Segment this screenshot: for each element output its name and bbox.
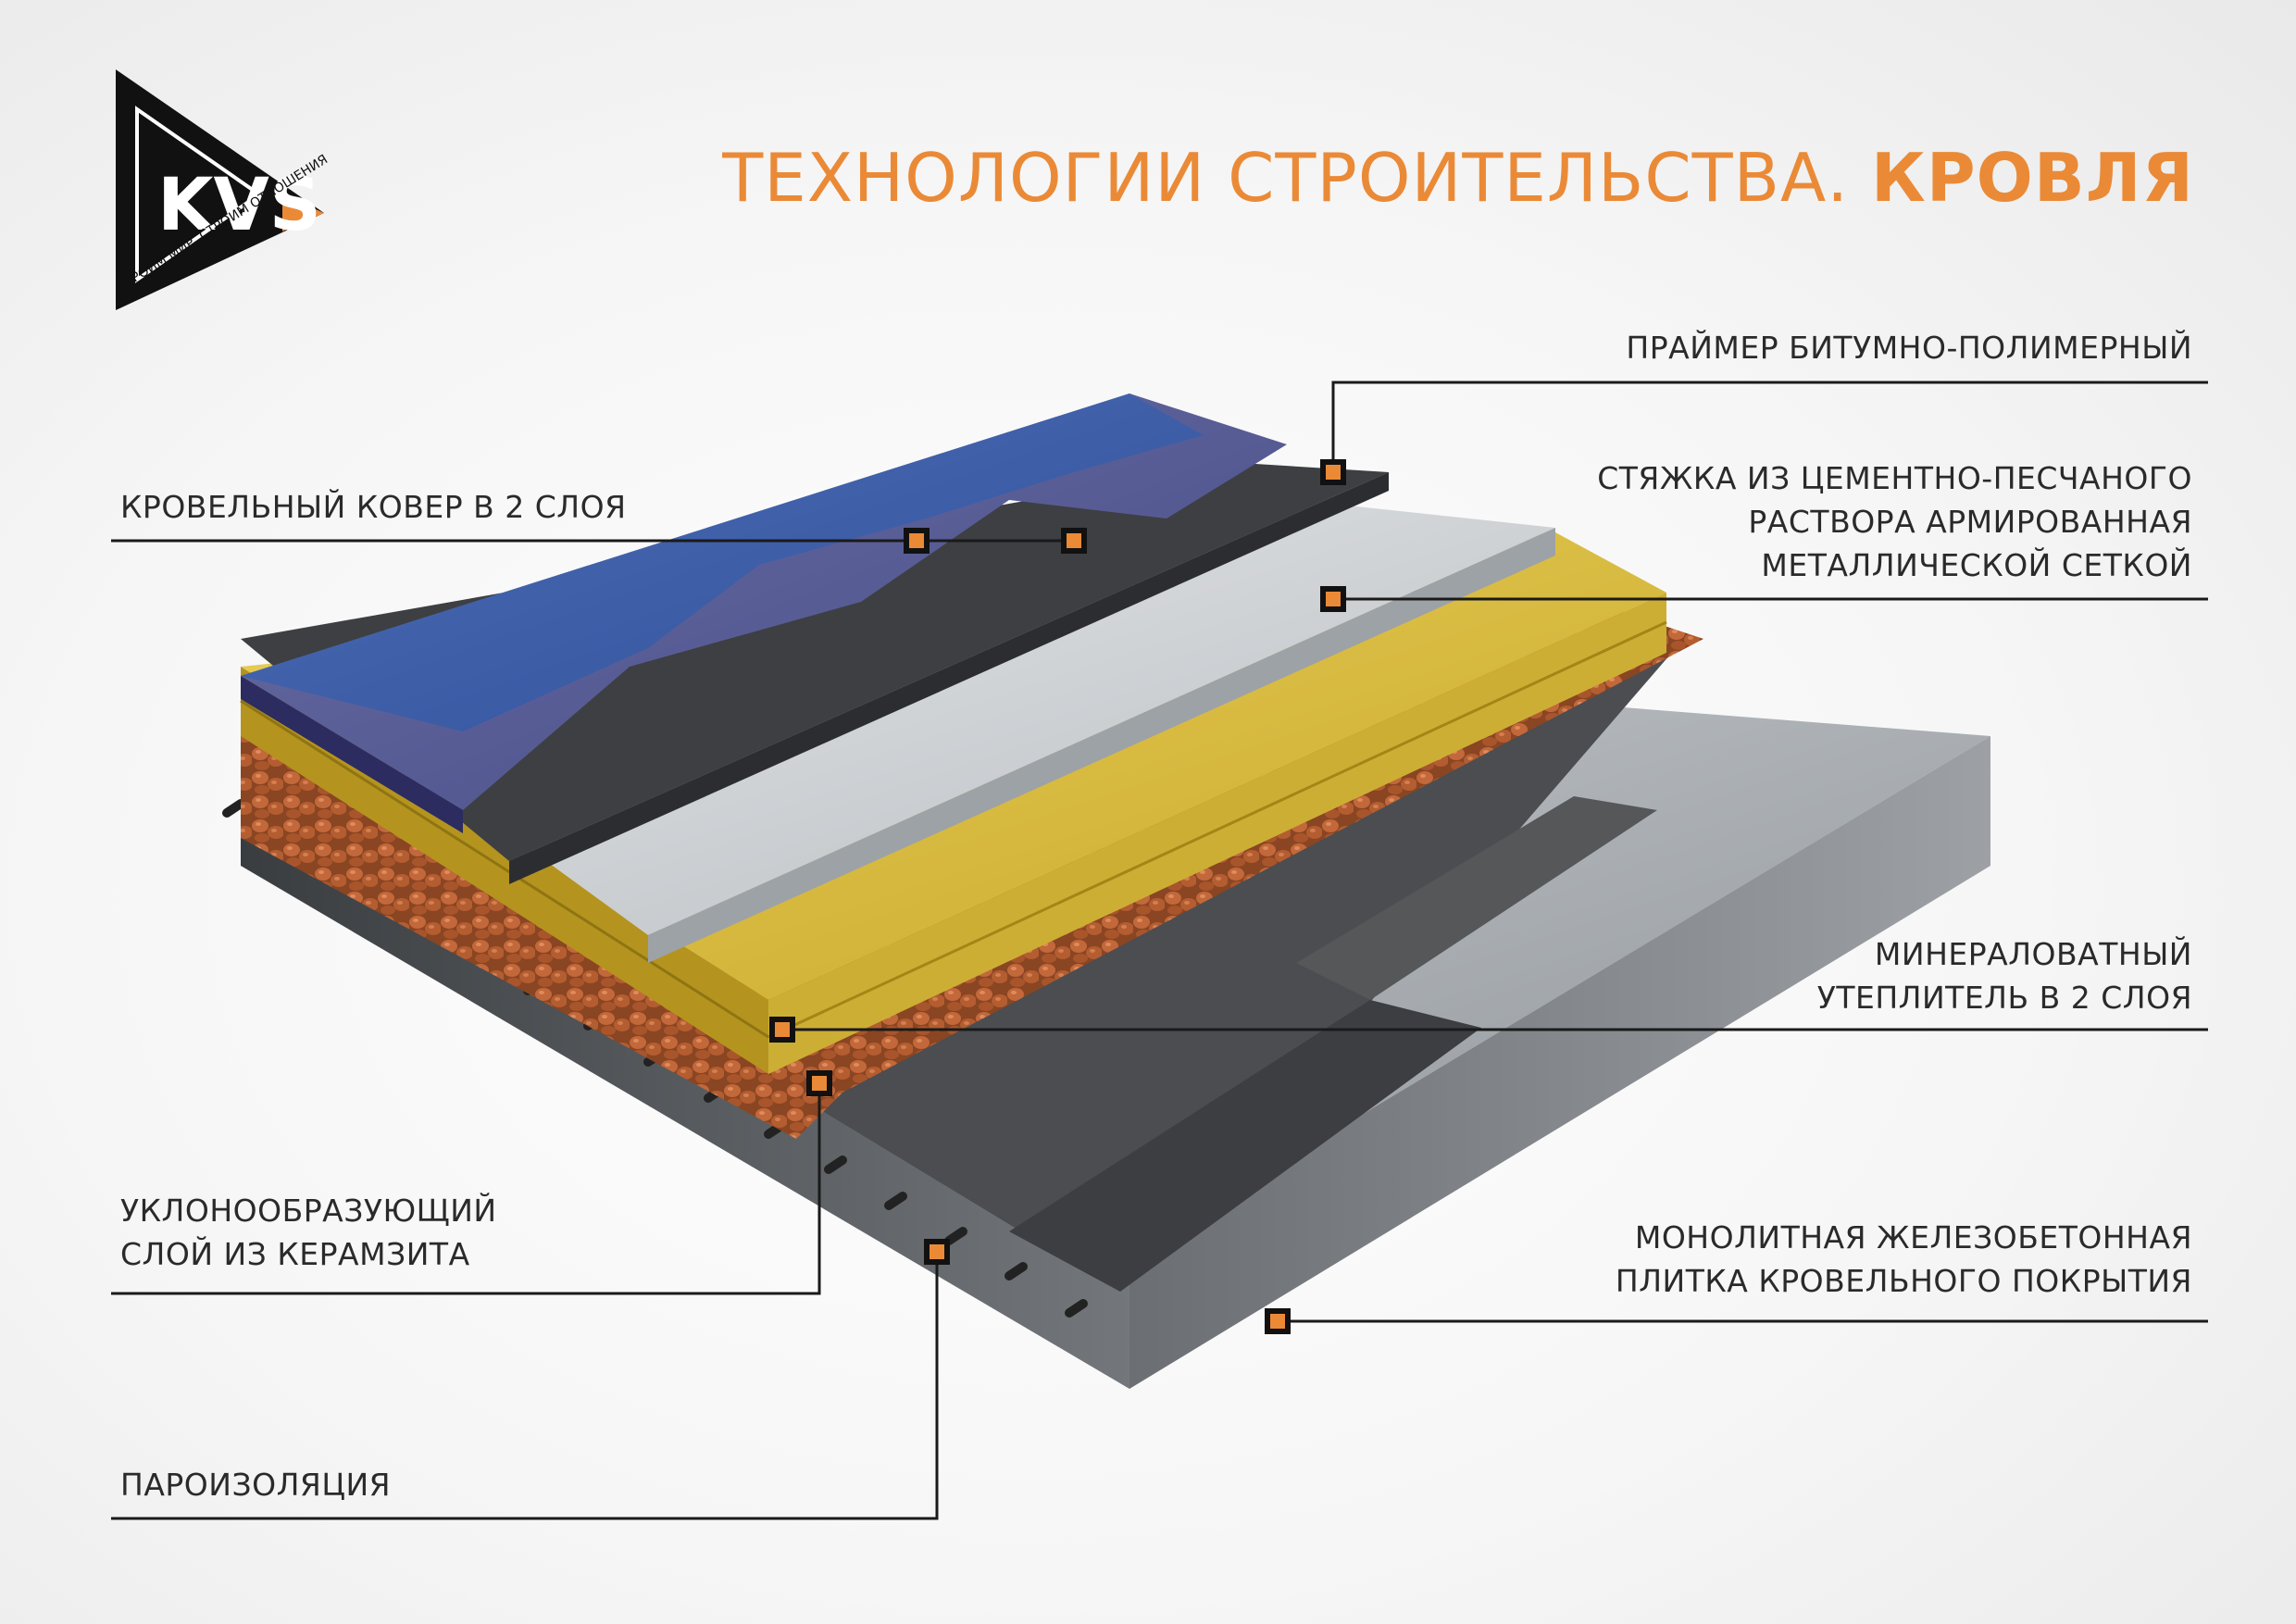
primer-layer	[241, 463, 1389, 884]
label-expanded-clay: УКЛОНООБРАЗУЮЩИЙ СЛОЙ ИЗ КЕРАМЗИТА	[120, 1193, 497, 1272]
label-roof-membrane: КРОВЕЛЬНЫЙ КОВЕР В 2 СЛОЯ	[120, 489, 627, 525]
marker-roof-membrane-1	[904, 528, 930, 554]
label-mineral-wool: МИНЕРАЛОВАТНЫЙ УТЕПЛИТЕЛЬ В 2 СЛОЯ	[1816, 936, 2192, 1016]
roof-membrane-layer	[241, 394, 1287, 833]
company-logo: KVS СТРОИМ МИР. СТРОИМ ОТНОШЕНИЯ	[115, 69, 331, 310]
page-title-accent: КРОВЛЯ	[1871, 139, 2194, 217]
marker-roof-membrane-2	[1061, 528, 1087, 554]
marker-vapor-barrier	[924, 1239, 950, 1265]
logo-orange-tip	[282, 194, 324, 231]
leader-expanded-clay	[111, 1083, 821, 1295]
page-title-main: ТЕХНОЛОГИИ СТРОИТЕЛЬСТВА.	[722, 139, 1850, 217]
logo-lettering: KVS	[157, 164, 321, 247]
leader-lines	[111, 381, 2208, 1520]
page-title: ТЕХНОЛОГИИ СТРОИТЕЛЬСТВА. КРОВЛЯ	[722, 139, 2194, 217]
logo-inner-outline	[135, 106, 263, 283]
label-vapor-barrier: ПАРОИЗОЛЯЦИЯ	[120, 1467, 392, 1503]
label-concrete-slab: МОНОЛИТНАЯ ЖЕЛЕЗОБЕТОННАЯ ПЛИТКА КРОВЕЛЬ…	[1615, 1219, 2192, 1299]
marker-mineral-wool	[769, 1017, 795, 1043]
marker-primer	[1320, 459, 1346, 485]
leader-vapor-barrier	[111, 1252, 939, 1520]
callout-markers	[769, 459, 1346, 1334]
marker-concrete-slab	[1265, 1308, 1291, 1334]
label-screed: СТЯЖКА ИЗ ЦЕМЕНТНО-ПЕСЧАНОГО РАСТВОРА АР…	[1597, 460, 2192, 583]
marker-expanded-clay	[806, 1070, 832, 1096]
marker-screed	[1320, 586, 1346, 612]
leader-primer	[1331, 381, 2208, 472]
label-primer: ПРАЙМЕР БИТУМНО-ПОЛИМЕРНЫЙ	[1626, 330, 2192, 366]
